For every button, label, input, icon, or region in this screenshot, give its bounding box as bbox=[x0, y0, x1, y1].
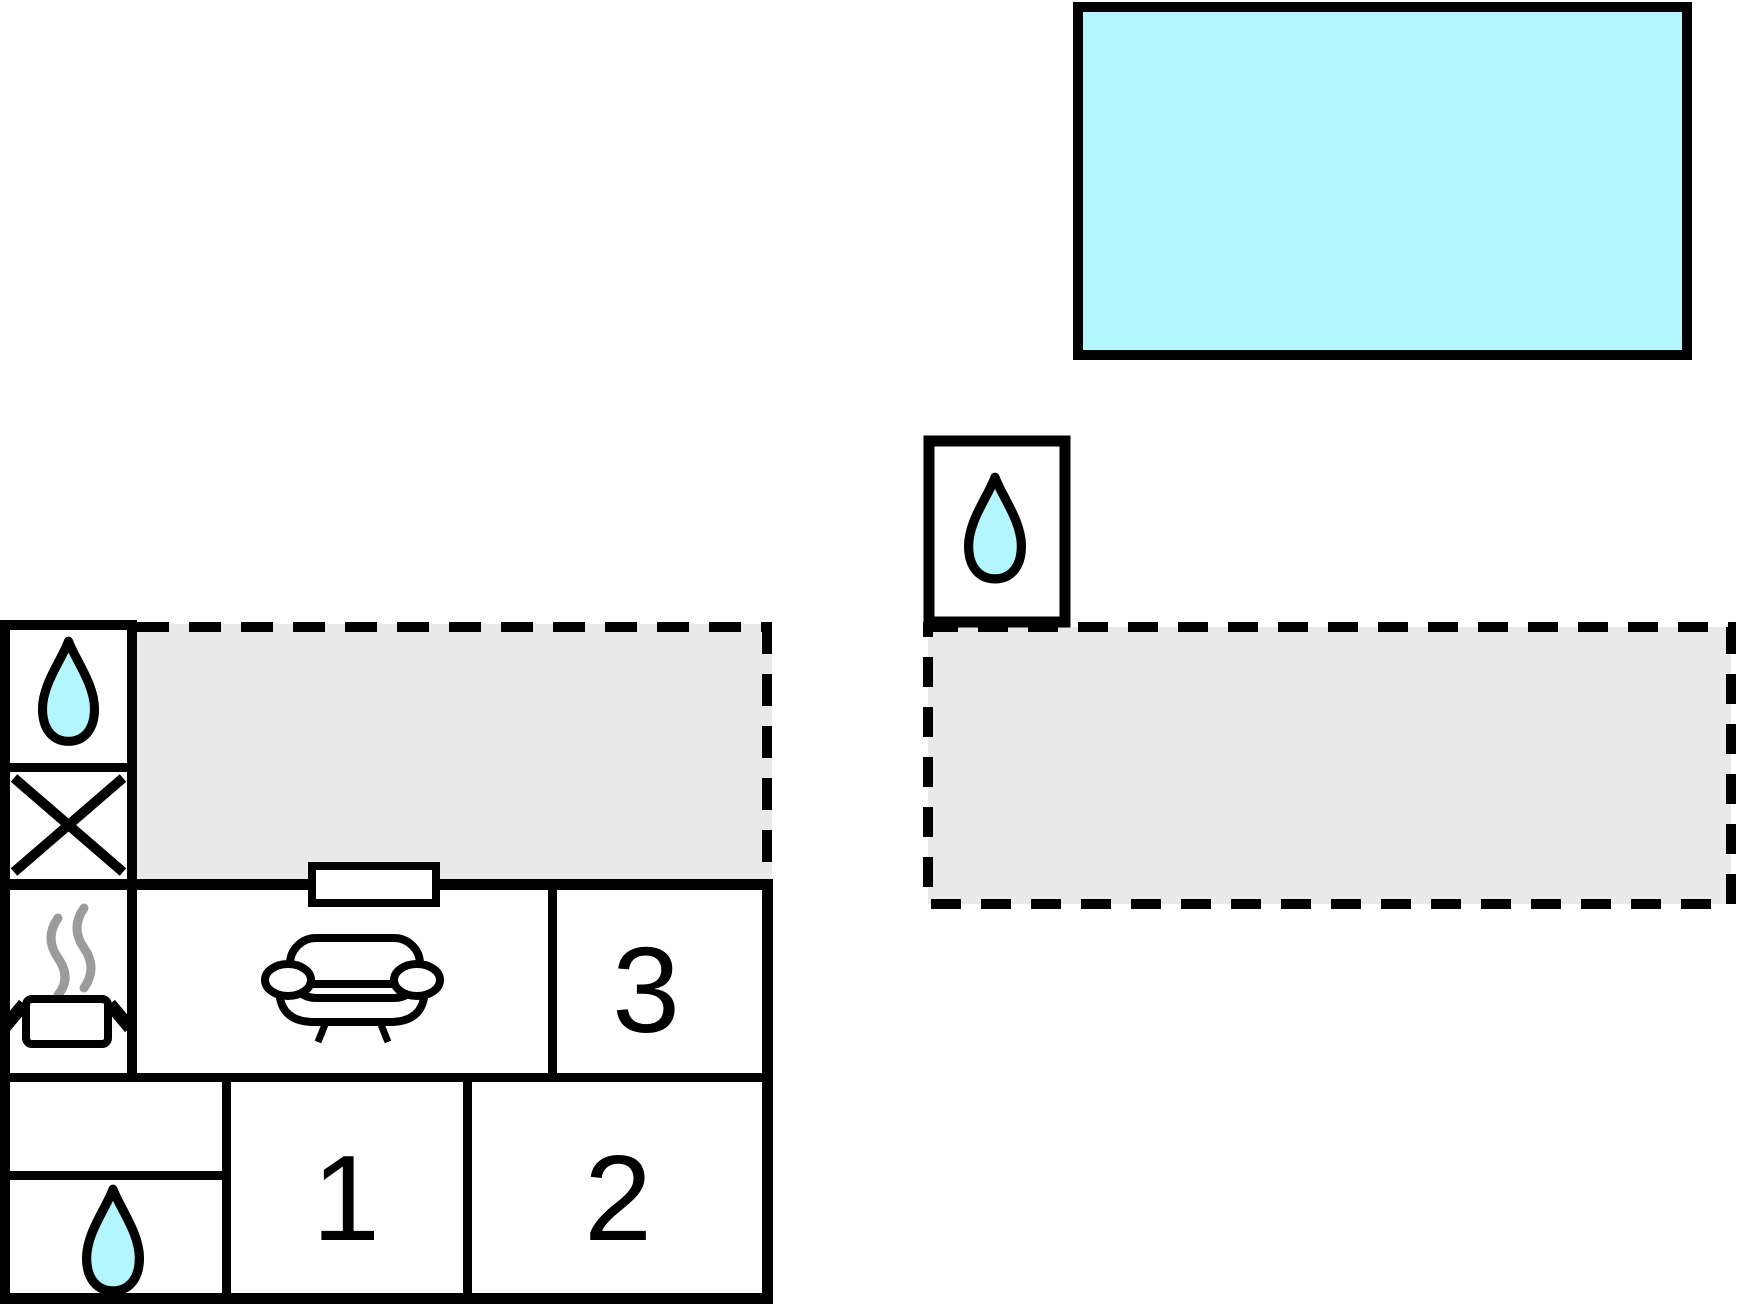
outdoor-shower-box bbox=[923, 435, 1071, 628]
room-2-label: 2 bbox=[584, 1130, 652, 1266]
wall-column-right bbox=[127, 620, 137, 1075]
water-drop-icon bbox=[87, 1189, 140, 1291]
wall-column-divider bbox=[0, 763, 137, 772]
sofa-leg-right bbox=[376, 1020, 392, 1044]
wall-right-outer bbox=[762, 879, 773, 1304]
pot-body bbox=[22, 995, 112, 1048]
room-1-label: 1 bbox=[312, 1130, 380, 1266]
room-3-label: 3 bbox=[612, 922, 680, 1058]
wall-bed1-bed2-divider bbox=[463, 1077, 472, 1297]
water-drop-icon bbox=[43, 641, 95, 741]
sofa-leg-left bbox=[314, 1020, 330, 1044]
pot-with-steam-icon bbox=[0, 903, 135, 1048]
terrace-right bbox=[923, 622, 1736, 909]
pot-handle-left bbox=[0, 999, 29, 1033]
window-rect-icon bbox=[308, 862, 440, 907]
wall-living-room3-divider bbox=[548, 885, 557, 1077]
terrace-left-floor bbox=[137, 624, 772, 879]
wall-column-top bbox=[0, 620, 137, 630]
wall-bottom-outer bbox=[0, 1293, 773, 1304]
wall-hall-bath-divider bbox=[0, 1171, 231, 1180]
pot-handle-right bbox=[105, 999, 135, 1033]
crossed-square-icon bbox=[10, 774, 127, 876]
steam-line-right bbox=[72, 903, 96, 993]
steam-line-left bbox=[46, 913, 70, 1000]
sofa-armrest-right bbox=[390, 960, 444, 1000]
sofa-armrest-left bbox=[261, 960, 315, 1000]
terrace-left bbox=[137, 622, 772, 879]
wall-bath-bed1-divider bbox=[222, 1077, 231, 1297]
sofa-icon bbox=[261, 934, 444, 1044]
wall-left-outer bbox=[0, 620, 10, 1304]
wall-middle-horizontal bbox=[0, 1073, 773, 1082]
pool bbox=[1073, 2, 1692, 360]
